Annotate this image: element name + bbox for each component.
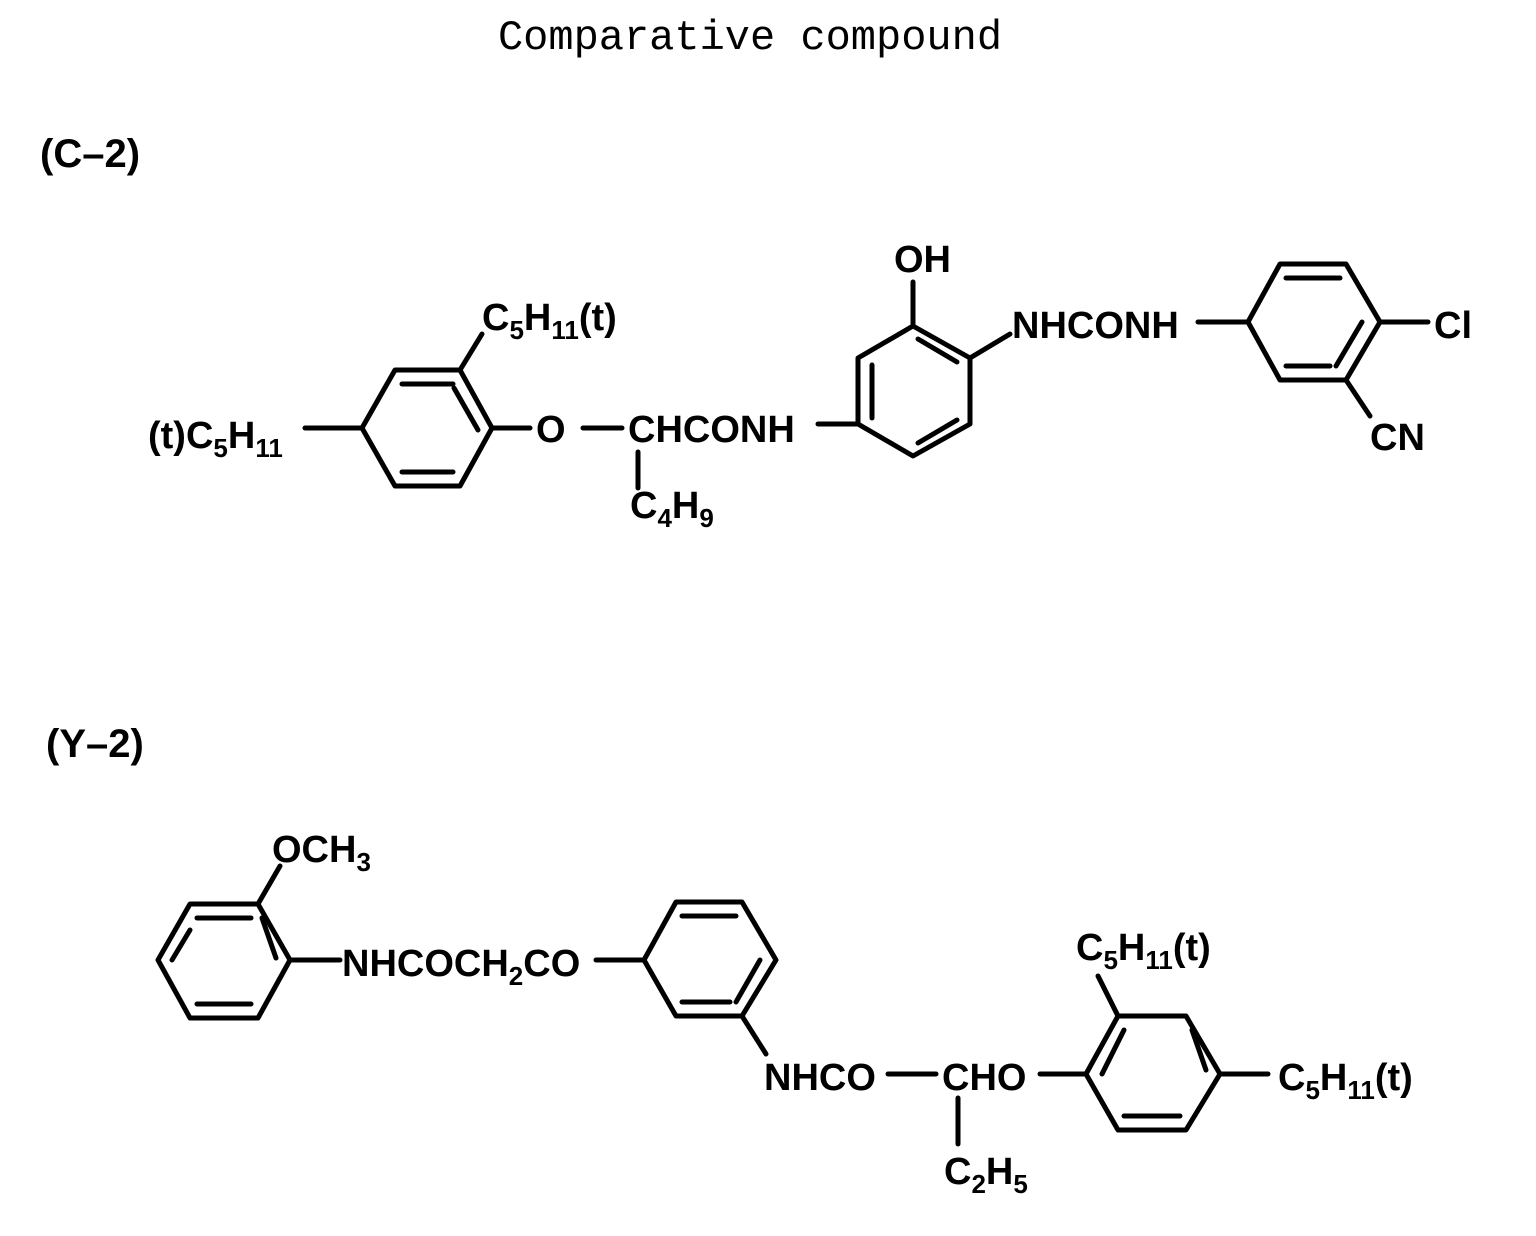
label-nhco: NHCO (764, 1057, 876, 1099)
label-c5h11-t-right: C5​H11​(t) (1278, 1057, 1413, 1105)
benzene-ring-f (1086, 1016, 1220, 1130)
label-c5h11-t-top-y2: C5​H11​(t) (1076, 927, 1211, 975)
label-c2h5: C2​H5​ (944, 1151, 1028, 1199)
label-cho: CHO (942, 1057, 1026, 1099)
label-nhcoch2co: NHCOCH2​CO (342, 943, 580, 991)
label-och3: OCH3​ (272, 829, 371, 877)
benzene-ring-d (158, 904, 290, 1018)
benzene-ring-e (644, 902, 776, 1016)
